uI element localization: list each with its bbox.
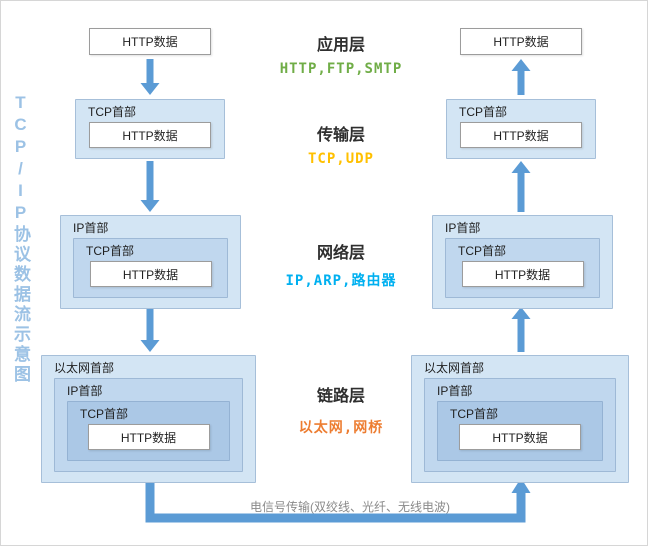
ethernet-header-label: 以太网首部 [54, 361, 115, 375]
sender-network-packet: IP首部 TCP首部 HTTP数据 [60, 215, 241, 309]
sender-transport-packet: TCP首部 HTTP数据 [75, 99, 225, 159]
http-data-box: HTTP数据 [460, 122, 582, 148]
http-data-box: HTTP数据 [87, 424, 210, 450]
http-data-label: HTTP数据 [120, 430, 177, 445]
ip-header-label: IP首部 [445, 221, 481, 235]
http-data-box: HTTP数据 [89, 122, 211, 148]
layer-protocols-application: HTTP,FTP,SMTP [279, 61, 403, 77]
tcp-header-label: TCP首部 [88, 105, 137, 119]
diagram-title: TCP/IP协议数据流示意图 [11, 93, 30, 385]
tcp-header-label: TCP首部 [450, 407, 499, 421]
sender-link-frame: 以太网首部 IP首部 TCP首部 HTTP数据 [41, 355, 256, 483]
http-data-box: HTTP数据 [459, 424, 581, 450]
receiver-link-frame: 以太网首部 IP首部 TCP首部 HTTP数据 [411, 355, 629, 483]
down-arrow-app-to-transport [140, 59, 160, 95]
transmission-note: 电信号传输(双绞线、光纤、无线电波) [250, 500, 450, 514]
nested-tcp-segment: TCP首部 HTTP数据 [445, 238, 600, 298]
http-data-label: HTTP数据 [122, 267, 179, 282]
nested-tcp-segment: TCP首部 HTTP数据 [437, 401, 603, 461]
up-arrow-link-to-network [511, 307, 531, 352]
layer-label-application: 应用层 [316, 37, 365, 54]
http-data-box: HTTP数据 [89, 261, 212, 287]
ip-header-label: IP首部 [73, 221, 109, 235]
receiver-http-data-box: HTTP数据 [460, 28, 582, 55]
layer-protocols-transport: TCP,UDP [307, 151, 374, 167]
ip-header-label: IP首部 [67, 384, 103, 398]
up-arrow-network-to-transport [511, 161, 531, 212]
layer-protocols-link: 以太网,网桥 [298, 420, 384, 436]
ethernet-header-label: 以太网首部 [424, 361, 485, 375]
http-data-label: HTTP数据 [494, 267, 551, 282]
tcp-header-label: TCP首部 [459, 105, 508, 119]
ip-header-label: IP首部 [437, 384, 473, 398]
layer-protocols-network: IP,ARP,路由器 [285, 273, 397, 289]
http-data-label: HTTP数据 [122, 128, 178, 143]
nested-tcp-segment: TCP首部 HTTP数据 [73, 238, 228, 298]
http-data-label: HTTP数据 [493, 128, 549, 143]
tcp-header-label: TCP首部 [80, 407, 129, 421]
down-arrow-transport-to-network [140, 161, 160, 212]
sender-http-data-box: HTTP数据 [89, 28, 211, 55]
nested-tcp-segment: TCP首部 HTTP数据 [67, 401, 230, 461]
nested-ip-packet: IP首部 TCP首部 HTTP数据 [424, 378, 616, 472]
http-data-label: HTTP数据 [493, 35, 549, 49]
up-arrow-transport-to-app [511, 59, 531, 95]
http-data-box: HTTP数据 [461, 261, 584, 287]
layer-label-transport: 传输层 [316, 127, 365, 144]
tcp-header-label: TCP首部 [458, 244, 507, 258]
down-arrow-network-to-link [140, 308, 160, 352]
layer-label-link: 链路层 [316, 388, 365, 405]
http-data-label: HTTP数据 [122, 35, 178, 49]
receiver-network-packet: IP首部 TCP首部 HTTP数据 [432, 215, 613, 309]
tcp-header-label: TCP首部 [86, 244, 135, 258]
layer-label-network: 网络层 [316, 245, 365, 262]
http-data-label: HTTP数据 [492, 430, 548, 445]
receiver-transport-packet: TCP首部 HTTP数据 [446, 99, 596, 159]
nested-ip-packet: IP首部 TCP首部 HTTP数据 [54, 378, 243, 472]
